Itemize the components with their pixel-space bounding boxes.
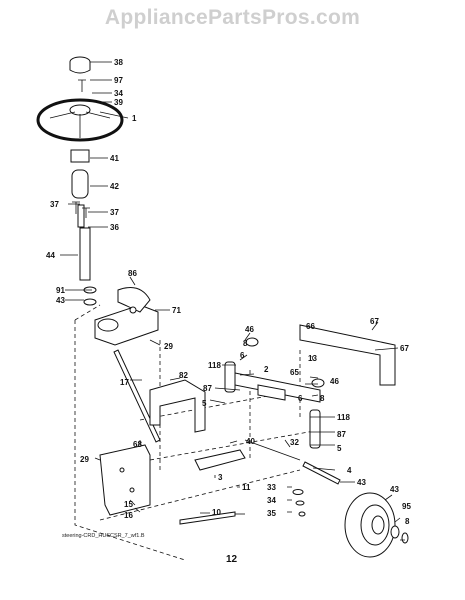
bolt-hole — [129, 487, 135, 493]
cap — [245, 337, 259, 347]
callout-label: 82 — [179, 371, 188, 380]
gear-bolt — [129, 306, 137, 314]
callout-label: 46 — [245, 325, 254, 334]
callout-label: 68 — [133, 440, 142, 449]
callout-label: 32 — [290, 438, 299, 447]
tie-rod-arm — [302, 461, 341, 485]
assembly-guide — [74, 304, 101, 321]
callout-label: 8 — [320, 394, 325, 403]
callout-label: 43 — [390, 485, 399, 494]
washer — [295, 500, 305, 506]
callout-label: 4 — [347, 466, 352, 475]
drag-link — [194, 449, 246, 471]
callout-label: 65 — [290, 368, 299, 377]
callout-label: 8 — [405, 517, 410, 526]
callout-label: 42 — [110, 182, 119, 191]
steering-wheel-hub — [69, 104, 91, 116]
callout-label: 118 — [208, 361, 221, 370]
steering-plate — [99, 444, 151, 516]
callout-label: 37 — [50, 200, 59, 209]
callout-label: 11 — [242, 483, 251, 492]
callout-label: 17 — [120, 378, 129, 387]
axle-support — [299, 324, 396, 386]
cap — [311, 378, 325, 388]
steering-shaft — [79, 227, 91, 281]
callout-label: 41 — [110, 154, 119, 163]
callout-label: 46 — [330, 377, 339, 386]
callout-label: 91 — [56, 286, 65, 295]
mounting-bracket — [149, 379, 206, 433]
callout-label: 29 — [80, 455, 89, 464]
assembly-guide — [149, 429, 321, 461]
callout-label: 16 — [124, 511, 133, 520]
callout-label: 118 — [337, 413, 350, 422]
pitman-arm — [117, 287, 151, 313]
callout-label: 1 — [132, 114, 137, 123]
callout-label: 86 — [128, 269, 137, 278]
steering-bushing — [71, 169, 89, 199]
callout-label: 34 — [114, 89, 123, 98]
spindle — [224, 361, 236, 393]
washer — [83, 298, 97, 306]
callout-label: 71 — [172, 306, 181, 315]
callout-label: 6 — [298, 394, 303, 403]
callout-label: 97 — [114, 76, 123, 85]
callout-label: 67 — [370, 317, 379, 326]
tie-rod — [179, 511, 236, 525]
sector-gear — [97, 318, 119, 332]
callout-label: 29 — [164, 342, 173, 351]
callout-label: 15 — [124, 500, 133, 509]
steering-cap-body — [69, 62, 91, 74]
pinion-gear-body — [70, 149, 90, 163]
spindle — [309, 409, 321, 449]
callout-label: 34 — [267, 496, 276, 505]
callout-label: 8 — [243, 339, 248, 348]
callout-label: 13 — [308, 354, 317, 363]
axle-bracket — [257, 384, 286, 401]
bolt-hole — [119, 467, 125, 473]
callout-label: 38 — [114, 58, 123, 67]
leader-line — [60, 61, 405, 541]
nut — [401, 532, 409, 544]
callout-label: 66 — [306, 322, 315, 331]
bolt — [78, 79, 86, 92]
page-number: 12 — [226, 554, 238, 565]
callout-label: 2 — [264, 365, 269, 374]
nut — [298, 511, 306, 517]
callout-label: 37 — [110, 208, 119, 217]
watermark: AppliancePartsPros.com — [104, 6, 361, 29]
figure-caption: steering-CRD_HUSCSR_7_wf1.B — [62, 533, 145, 539]
callout-label: 44 — [46, 251, 55, 260]
wheel-hub — [371, 515, 385, 535]
callout-label: 10 — [212, 508, 221, 517]
callout-label: 40 — [246, 437, 255, 446]
steering-wheel-spoke — [49, 111, 111, 138]
bolt — [82, 207, 90, 218]
callout-label: 5 — [337, 444, 342, 453]
callout-label: 67 — [400, 344, 409, 353]
assembly-guide — [74, 320, 186, 561]
callout-label: 39 — [114, 98, 123, 107]
steering-shaft-upper — [77, 204, 85, 228]
washer — [292, 489, 304, 495]
callout-label: 33 — [267, 483, 276, 492]
callout-label: 43 — [56, 296, 65, 305]
callout-label: 35 — [267, 509, 276, 518]
assembly-guide — [99, 469, 301, 521]
callout-label: 5 — [202, 399, 207, 408]
callout-label: 43 — [357, 478, 366, 487]
callout-label: 95 — [402, 502, 411, 511]
callout-label: 6 — [240, 351, 245, 360]
callout-label: 36 — [110, 223, 119, 232]
steering-column — [113, 349, 161, 443]
callout-label: 87 — [203, 384, 212, 393]
callout-label: 3 — [218, 473, 223, 482]
washer — [390, 525, 400, 539]
callout-label: 87 — [337, 430, 346, 439]
drag-link-rod — [244, 439, 301, 461]
